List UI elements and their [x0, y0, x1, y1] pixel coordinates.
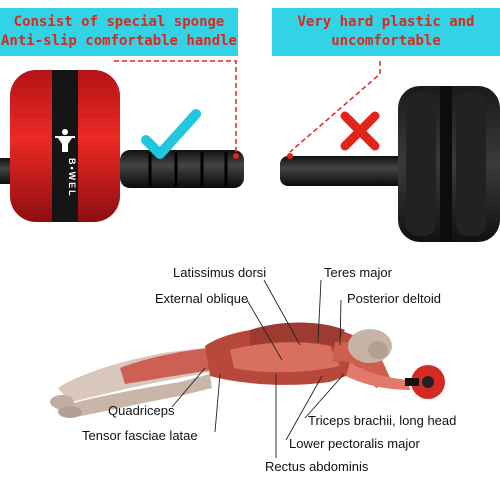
plastic-handle — [280, 156, 410, 186]
label-lower-pectoralis-major: Lower pectoralis major — [289, 436, 420, 451]
label-posterior-deltoid: Posterior deltoid — [347, 291, 441, 306]
right-pointer-line — [289, 61, 381, 153]
banner-bad-handle: Very hard plastic and uncomfortable — [272, 8, 500, 56]
product-comparison: B•WEL — [0, 60, 500, 242]
label-quadriceps: Quadriceps — [108, 403, 175, 418]
banner-good-handle: Consist of special sponge Anti-slip comf… — [0, 8, 238, 56]
left-pointer-dot — [233, 153, 239, 159]
checkmark-icon — [141, 109, 201, 159]
label-rectus-abdominis: Rectus abdominis — [265, 459, 369, 474]
red-ab-wheel: B•WEL — [0, 70, 120, 222]
left-pointer-line — [114, 60, 237, 154]
label-external-oblique: External oblique — [155, 291, 249, 306]
brand-text: B•WEL — [67, 158, 77, 198]
anatomy-illustration — [50, 279, 445, 458]
sponge-handle — [120, 150, 244, 188]
label-triceps-brachii: Triceps brachii, long head — [308, 413, 457, 428]
muscle-figure — [50, 322, 445, 418]
right-pointer-dot — [287, 153, 293, 159]
black-ab-wheel — [398, 86, 500, 242]
label-tensor-fasciae-latae: Tensor fasciae latae — [82, 428, 198, 443]
brand-logo-icon — [55, 129, 75, 152]
banner-left-line1: Consist of special sponge — [13, 14, 225, 30]
banner-right-line2: uncomfortable — [331, 33, 441, 49]
banner-left-line2: Anti-slip comfortable handle — [0, 33, 237, 49]
label-latissimus-dorsi: Latissimus dorsi — [173, 265, 267, 280]
banner-right-line1: Very hard plastic and — [297, 14, 475, 30]
cross-icon — [340, 111, 380, 151]
label-teres-major: Teres major — [324, 265, 392, 280]
leader-lines — [171, 279, 345, 458]
